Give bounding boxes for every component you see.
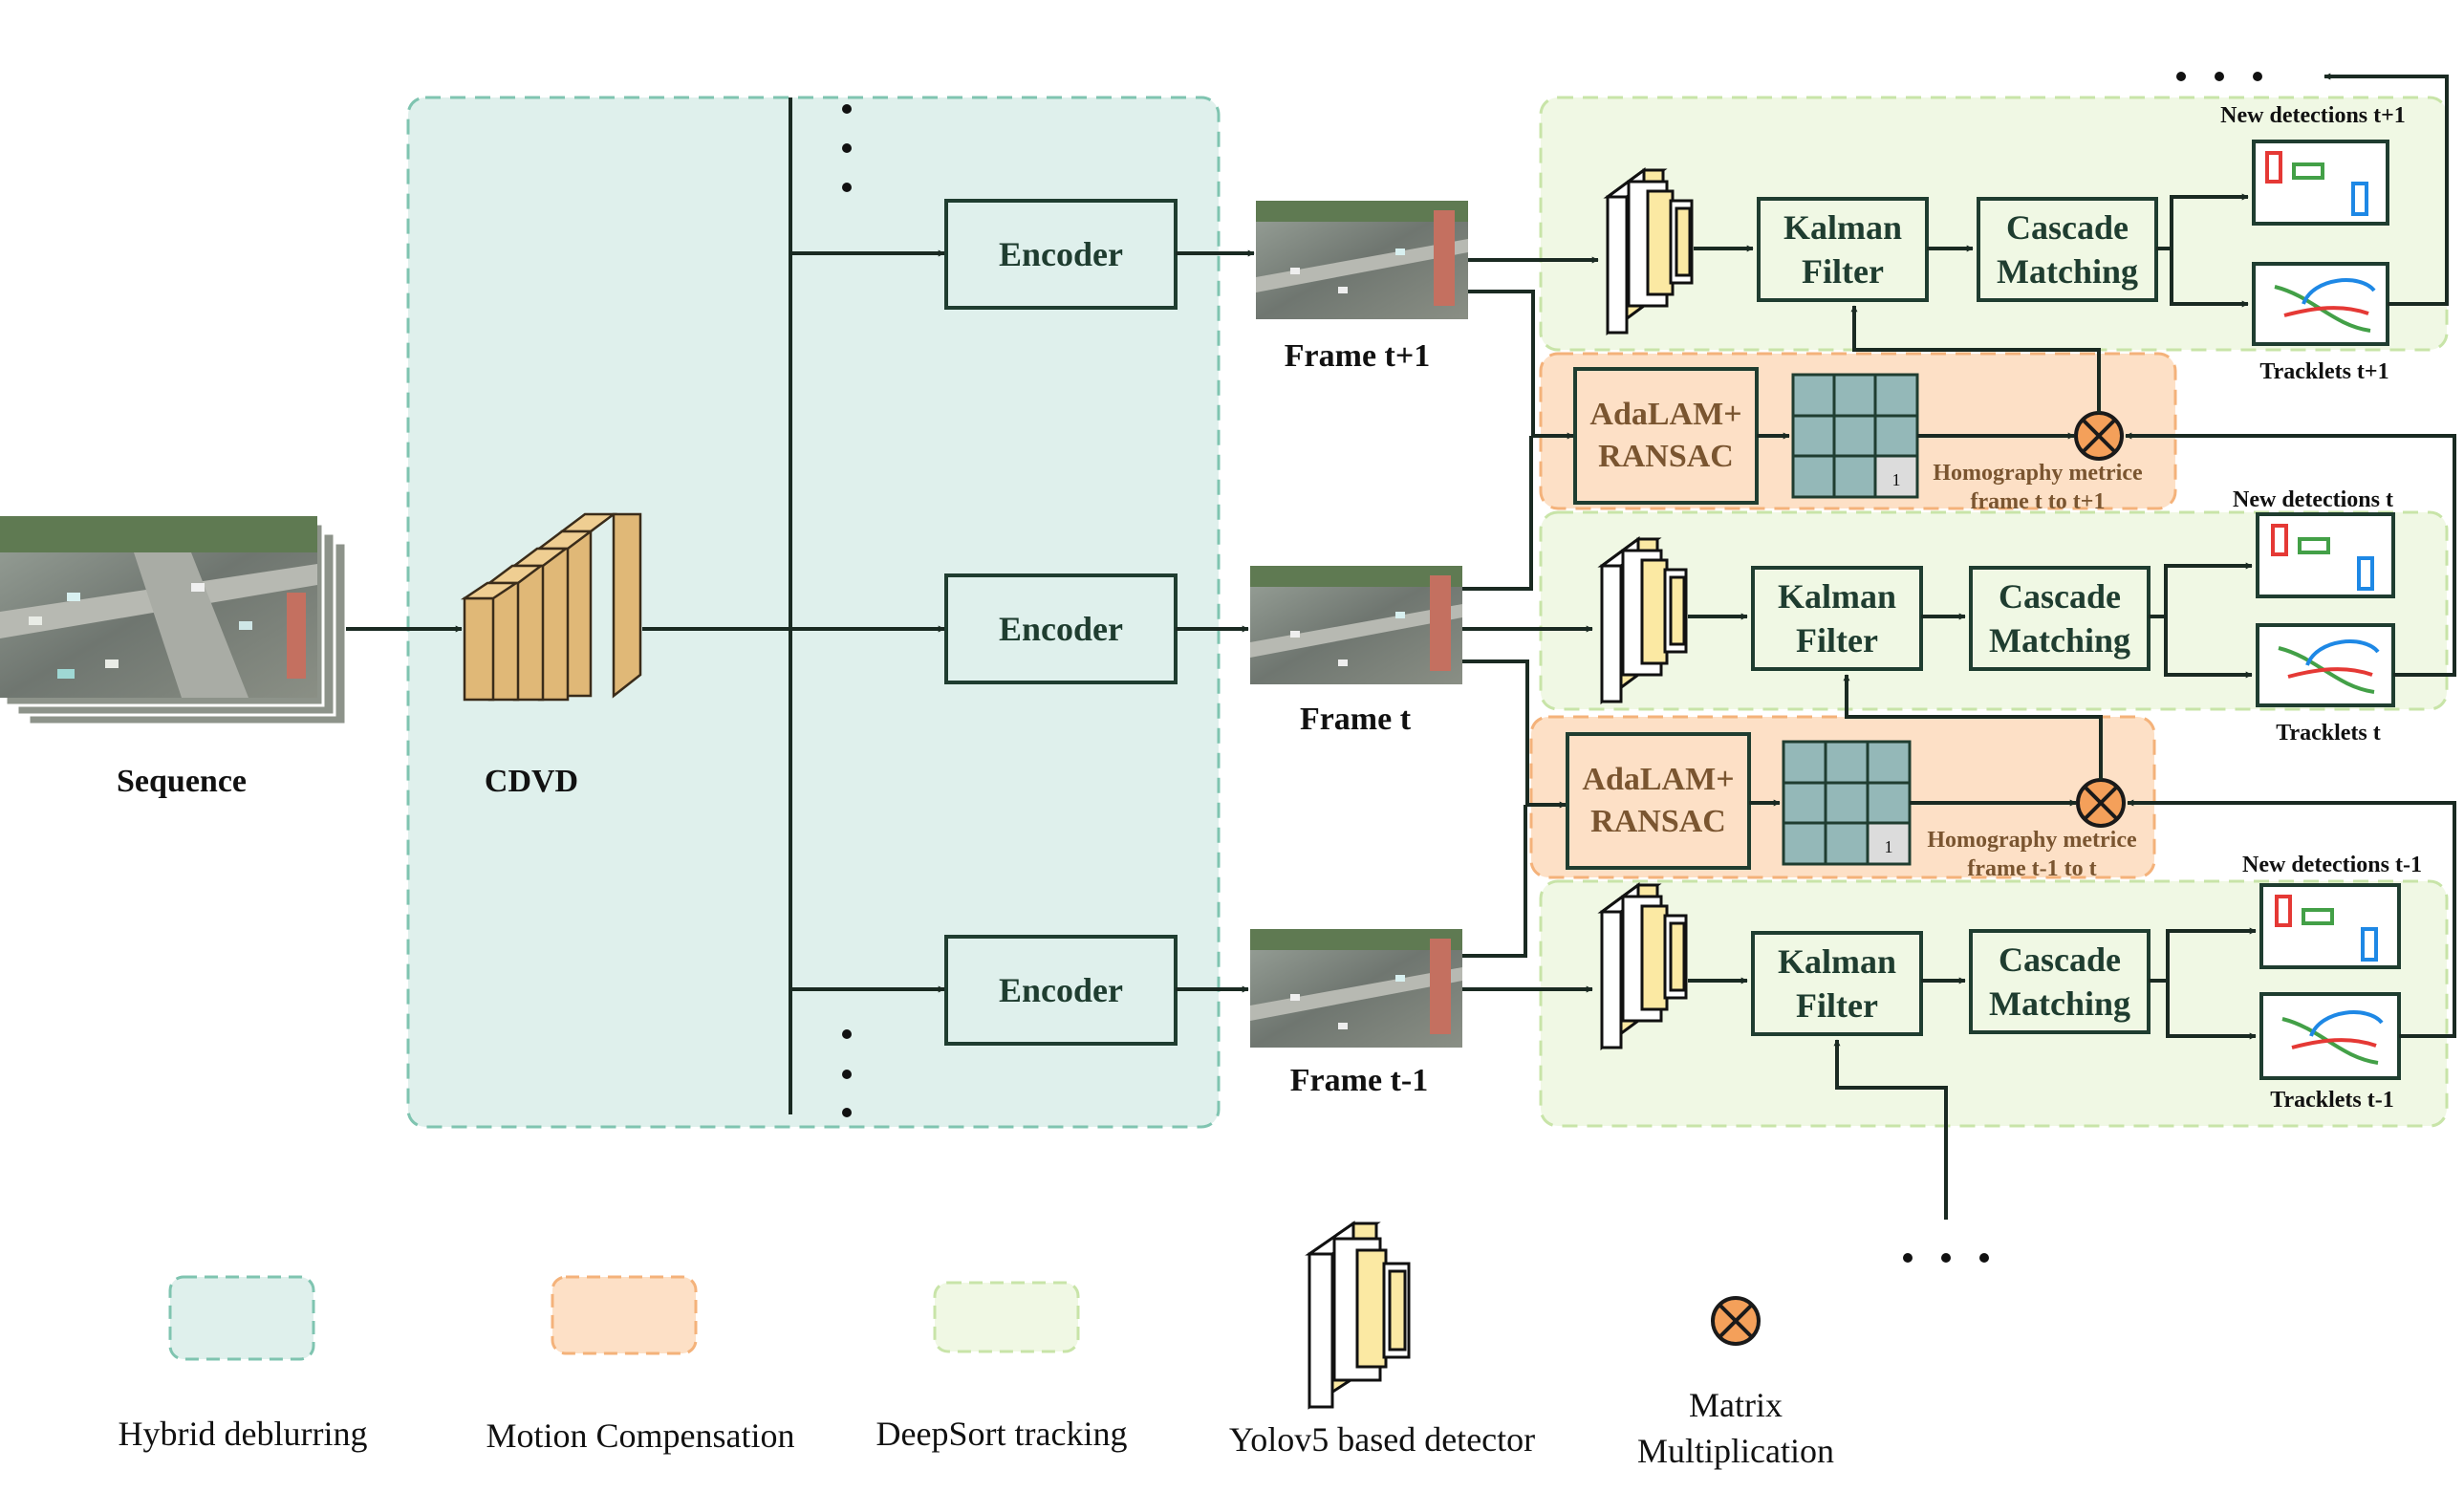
svg-text:AdaLAM+: AdaLAM+ bbox=[1582, 762, 1734, 797]
svg-text:Encoder: Encoder bbox=[999, 610, 1123, 648]
encoder-box-1: Encoder bbox=[944, 199, 1178, 310]
cascade-matching-box-tm1: Cascade Matching bbox=[1969, 929, 2151, 1034]
sequence-label: Sequence bbox=[117, 764, 247, 799]
matrix-multiply-icon-1 bbox=[2074, 411, 2124, 461]
tracklets-label-t1: Tracklets t+1 bbox=[2259, 359, 2388, 384]
bottom-ellipsis bbox=[1903, 1253, 1989, 1263]
svg-text:Matching: Matching bbox=[1989, 984, 2130, 1023]
legend-label-deepsort: DeepSort tracking bbox=[876, 1415, 1128, 1453]
homography-label-2b: frame t-1 to t bbox=[1967, 856, 2096, 881]
cascade-outputs-t bbox=[2149, 562, 2253, 679]
legend-swatch-deepsort bbox=[933, 1281, 1080, 1353]
yolo-detector-icon-t1 bbox=[1603, 167, 1694, 335]
adalam-ransac-box-2: AdaLAM+ RANSAC bbox=[1566, 732, 1751, 870]
matrix-cell-1: 1 bbox=[1892, 470, 1901, 489]
svg-text:Matching: Matching bbox=[1989, 621, 2130, 660]
feedback-loops bbox=[1833, 73, 2456, 1220]
frame-image-t1 bbox=[1256, 201, 1468, 319]
svg-text:Matching: Matching bbox=[1997, 252, 2138, 291]
legend-swatch-hybrid bbox=[168, 1275, 315, 1361]
tracklets-label-t: Tracklets t bbox=[2276, 721, 2381, 746]
cascade-matching-box-t: Cascade Matching bbox=[1969, 566, 2151, 671]
legend-label-yolo: Yolov5 based detector bbox=[1229, 1420, 1535, 1459]
svg-text:AdaLAM+: AdaLAM+ bbox=[1589, 397, 1741, 432]
new-detections-label-tm1: New detections t-1 bbox=[2242, 853, 2422, 877]
bus-ellipsis-top bbox=[842, 104, 852, 192]
frame-image-tm1 bbox=[1250, 929, 1462, 1048]
homography-label-1b: frame t to t+1 bbox=[1971, 489, 2106, 514]
frame-connectors bbox=[1462, 256, 1599, 993]
svg-text:RANSAC: RANSAC bbox=[1590, 804, 1726, 839]
multiply1-to-kalman-t1 bbox=[1850, 305, 2101, 413]
cascade-outputs-tm1 bbox=[2149, 927, 2257, 1040]
homography-label-2a: Homography metrice bbox=[1927, 828, 2137, 853]
new-detections-label-t1: New detections t+1 bbox=[2220, 103, 2406, 128]
legend-label-matrix-2: Multiplication bbox=[1637, 1432, 1834, 1470]
frame-label-tm1: Frame t-1 bbox=[1290, 1063, 1428, 1098]
legend-matrix-multiply-icon bbox=[1711, 1296, 1761, 1346]
hybrid-deblurring-region bbox=[406, 96, 1221, 1129]
svg-text:Encoder: Encoder bbox=[999, 235, 1123, 273]
homography-matrix-icon-2 bbox=[1782, 740, 1912, 866]
new-detections-box-tm1 bbox=[2259, 883, 2401, 969]
encoder-box-3: Encoder bbox=[944, 935, 1178, 1046]
cascade-outputs-t1 bbox=[2156, 193, 2249, 308]
yolo-detector-icon-tm1 bbox=[1597, 882, 1688, 1050]
homography-label-1a: Homography metrice bbox=[1933, 461, 2143, 486]
svg-text:Kalman: Kalman bbox=[1778, 577, 1896, 616]
svg-text:Kalman: Kalman bbox=[1783, 208, 1902, 247]
adalam-ransac-box-1: AdaLAM+ RANSAC bbox=[1573, 367, 1759, 505]
svg-text:Cascade: Cascade bbox=[1999, 941, 2121, 979]
svg-text:Filter: Filter bbox=[1796, 621, 1878, 660]
new-detections-box-t1 bbox=[2252, 140, 2389, 226]
frame-label-t: Frame t bbox=[1300, 702, 1412, 737]
legend-yolo-detector-icon bbox=[1305, 1221, 1411, 1410]
matrix-cell-2: 1 bbox=[1885, 837, 1893, 856]
kalman-filter-box-tm1: Kalman Filter bbox=[1751, 931, 1923, 1036]
cdvd-block-icon bbox=[460, 512, 642, 702]
legend-label-hybrid: Hybrid deblurring bbox=[119, 1415, 368, 1453]
matrix-multiply-icon-2 bbox=[2076, 778, 2126, 828]
svg-text:Encoder: Encoder bbox=[999, 971, 1123, 1009]
cdvd-label: CDVD bbox=[485, 764, 578, 799]
svg-text:Cascade: Cascade bbox=[2006, 208, 2129, 247]
yolo-detector-icon-t bbox=[1597, 536, 1688, 704]
legend-label-matrix-1: Matrix bbox=[1689, 1386, 1783, 1424]
kalman-filter-box-t: Kalman Filter bbox=[1751, 566, 1923, 671]
top-right-ellipsis bbox=[2176, 72, 2262, 81]
frame-image-t bbox=[1250, 566, 1462, 684]
multiply2-to-kalman-t bbox=[1843, 674, 2103, 780]
legend-swatch-motion bbox=[551, 1275, 698, 1355]
frame-label-t1: Frame t+1 bbox=[1285, 338, 1430, 374]
tracklets-box-tm1 bbox=[2259, 992, 2401, 1080]
svg-text:Cascade: Cascade bbox=[1999, 577, 2121, 616]
cascade-matching-box-t1: Cascade Matching bbox=[1977, 197, 2158, 302]
new-detections-box-t bbox=[2256, 512, 2395, 598]
encoder-box-2: Encoder bbox=[944, 573, 1178, 684]
new-detections-label-t: New detections t bbox=[2233, 487, 2393, 512]
homography-matrix-icon-1 bbox=[1791, 373, 1919, 499]
svg-text:Filter: Filter bbox=[1802, 252, 1884, 291]
legend-label-motion: Motion Compensation bbox=[486, 1416, 795, 1455]
svg-text:Kalman: Kalman bbox=[1778, 942, 1896, 981]
bus-ellipsis-bottom bbox=[842, 1029, 852, 1117]
svg-text:Filter: Filter bbox=[1796, 986, 1878, 1025]
tracklets-box-t bbox=[2256, 623, 2395, 707]
sequence-image-stack bbox=[0, 516, 348, 726]
tracklets-label-tm1: Tracklets t-1 bbox=[2270, 1088, 2394, 1113]
tracklets-box-t1 bbox=[2252, 262, 2389, 346]
svg-text:RANSAC: RANSAC bbox=[1598, 439, 1734, 474]
kalman-filter-box-t1: Kalman Filter bbox=[1757, 197, 1929, 302]
